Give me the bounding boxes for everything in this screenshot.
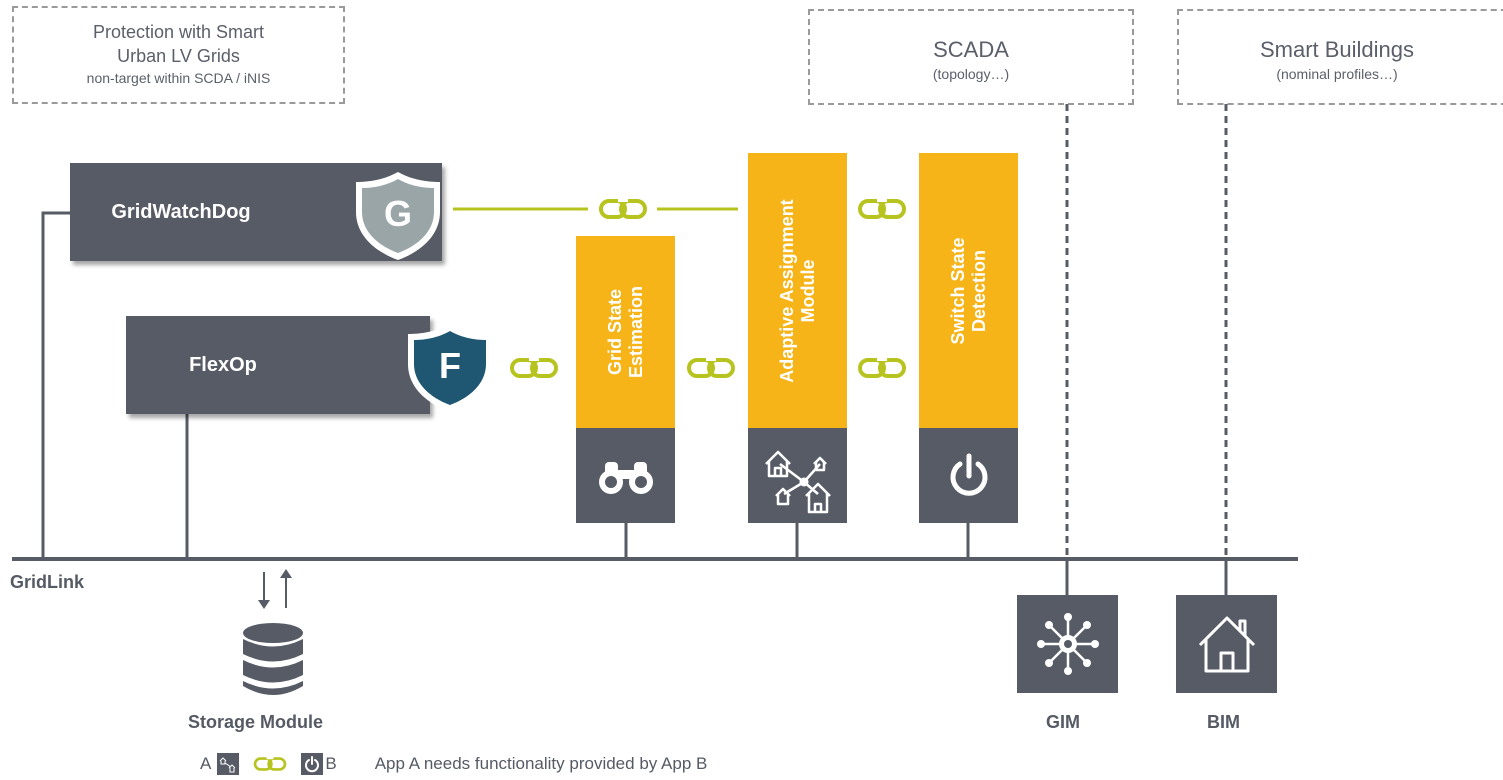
legend-app-a-label: A: [200, 754, 212, 773]
protection-line-1: Protection with Smart: [92, 22, 265, 42]
flexop-label: FlexOp: [189, 353, 257, 376]
switch-state-line-2: Detection: [968, 249, 989, 332]
legend-app-b-label: B: [325, 754, 337, 773]
bim-label: BIM: [1207, 712, 1240, 732]
grid-state-line-1: Grid State: [604, 288, 625, 376]
protection-line-3: non-target within SCDA / iNIS: [86, 70, 271, 86]
grid-state-estimation-module[interactable]: Grid State Estimation: [576, 236, 675, 428]
legend-house-network-icon: [217, 753, 240, 775]
smart-buildings-title: Smart Buildings: [1259, 37, 1415, 62]
scada-subtitle: (topology…): [932, 66, 1010, 82]
link-icon: [510, 355, 558, 378]
adaptive-line-2: Module: [797, 259, 818, 322]
link-icon: [687, 355, 735, 378]
grid-state-icon-box: [576, 428, 675, 523]
link-icon: [858, 196, 906, 219]
switch-state-detection-module[interactable]: Switch State Detection: [919, 153, 1018, 428]
switch-state-line-1: Switch State: [947, 236, 968, 345]
legend-description: App A needs functionality provided by Ap…: [374, 754, 708, 773]
adaptive-assignment-module[interactable]: Adaptive Assignment Module: [748, 153, 847, 428]
link-icon: [858, 355, 906, 378]
adaptive-icon-box: [748, 428, 847, 523]
flexop-app[interactable]: FlexOp: [126, 316, 430, 414]
gridlink-label: GridLink: [10, 572, 85, 592]
scada-box: SCADA (topology…): [808, 9, 1134, 105]
database-icon[interactable]: [240, 622, 306, 698]
flexop-shield-letter: F: [439, 345, 461, 386]
adaptive-line-1: Adaptive Assignment: [776, 198, 797, 383]
grid-state-line-2: Estimation: [625, 285, 646, 379]
gim-label: GIM: [1046, 712, 1080, 732]
smart-buildings-box: Smart Buildings (nominal profiles…): [1177, 9, 1503, 105]
switch-state-icon-box: [919, 428, 1018, 523]
gridwatchdog-shield-icon: G: [356, 172, 440, 260]
legend-power-icon: [301, 753, 324, 775]
house-network-icon: [764, 450, 831, 513]
flexop-shield-icon: F: [408, 324, 492, 412]
storage-module-label: Storage Module: [188, 712, 324, 732]
network-hub-icon: [1036, 613, 1099, 675]
bim-box[interactable]: [1176, 595, 1277, 693]
house-icon: [1198, 616, 1255, 673]
legend: A B App A needs functionality provided b…: [200, 752, 707, 776]
binoculars-icon: [598, 461, 653, 494]
gridwatchdog-label: GridWatchDog: [111, 200, 251, 223]
scada-title: SCADA: [933, 37, 1009, 62]
gim-box[interactable]: [1017, 595, 1118, 693]
link-icon: [599, 196, 647, 219]
smart-buildings-subtitle: (nominal profiles…): [1276, 66, 1398, 82]
gridwatchdog-shield-letter: G: [384, 193, 412, 234]
protection-box: Protection with Smart Urban LV Grids non…: [12, 6, 345, 104]
legend-link-icon: [254, 755, 287, 771]
power-icon: [950, 453, 987, 496]
protection-line-2: Urban LV Grids: [117, 46, 240, 66]
